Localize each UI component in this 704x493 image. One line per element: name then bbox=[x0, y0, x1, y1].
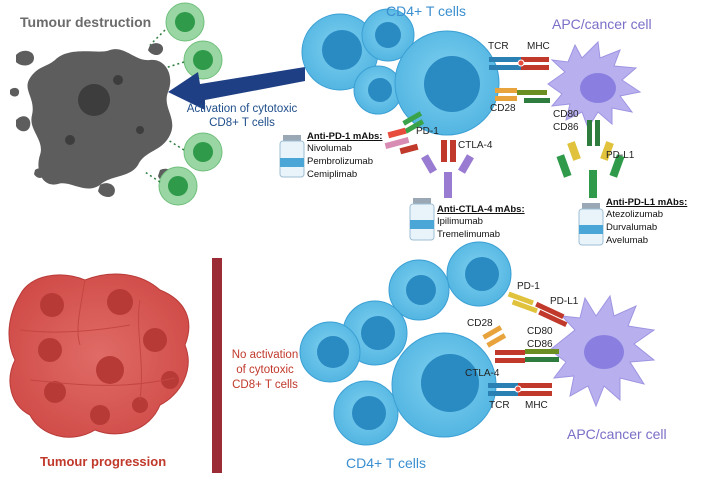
drug-pdl1-title: Anti-PD-L1 mAbs: bbox=[606, 197, 688, 208]
tcr-mhc-top bbox=[489, 57, 549, 70]
drug-pdl1-item: Durvalumab bbox=[606, 222, 658, 233]
cd28-label-bottom: CD28 bbox=[467, 318, 493, 329]
apc-cell-bottom bbox=[549, 294, 656, 408]
pdl1-label-bottom: PD-L1 bbox=[550, 296, 579, 307]
vial-ctla4 bbox=[409, 198, 435, 241]
cd8-cell bbox=[158, 166, 198, 206]
cd86-label-top: CD86 bbox=[553, 122, 579, 133]
divider-bar bbox=[212, 258, 222, 473]
tumour-destruction-mass bbox=[10, 43, 174, 198]
apc-title-top: APC/cancer cell bbox=[552, 16, 652, 32]
cd4-title-bottom: CD4+ T cells bbox=[346, 455, 427, 471]
ctla4-antibody-top bbox=[421, 140, 474, 198]
cd28-label-top: CD28 bbox=[490, 103, 516, 114]
drug-list-pd1: Anti-PD-1 mAbs: Nivolumab Pembrolizumab … bbox=[307, 131, 382, 181]
tcr-mhc-bottom bbox=[488, 383, 552, 396]
apc-title-bottom: APC/cancer cell bbox=[567, 426, 667, 442]
activation-arrow bbox=[168, 67, 305, 110]
mhc-label-bottom: MHC bbox=[525, 400, 548, 411]
activation-label-line2: CD8+ T cells bbox=[209, 117, 275, 129]
apc-cell-top bbox=[547, 40, 642, 130]
ctla4-label-bottom: CTLA-4 bbox=[465, 368, 500, 379]
drug-list-pdl1: Anti-PD-L1 mAbs: Atezolizumab Durvalumab… bbox=[606, 197, 687, 247]
cd28-cd80-top bbox=[495, 88, 550, 103]
cd8-cell bbox=[165, 2, 205, 42]
cd80-label-bottom: CD80 bbox=[527, 326, 553, 337]
tumour-progression-mass bbox=[8, 273, 190, 438]
tumour-progression-label: Tumour progression bbox=[40, 454, 167, 469]
no-activation-line2: of cytotoxic bbox=[236, 364, 294, 376]
drug-pd1-title: Anti-PD-1 mAbs: bbox=[307, 131, 383, 142]
activation-label: Activation of cytotoxic CD8+ T cells bbox=[182, 102, 302, 130]
drug-pd1-item: Nivolumab bbox=[307, 143, 352, 154]
tcr-label-top: TCR bbox=[488, 41, 509, 52]
activation-label-line1: Activation of cytotoxic bbox=[186, 103, 298, 115]
pd1-pdl1-bottom bbox=[507, 291, 568, 328]
ctla4-cd80-bottom bbox=[495, 349, 559, 363]
cd86-label-bottom: CD86 bbox=[527, 339, 553, 350]
no-activation-label: No activation of cytotoxic CD8+ T cells bbox=[225, 348, 305, 393]
ctla4-label-top: CTLA-4 bbox=[458, 140, 493, 151]
no-activation-line3: CD8+ T cells bbox=[232, 379, 298, 391]
no-activation-line1: No activation bbox=[231, 349, 299, 361]
cd80-label-top: CD80 bbox=[553, 109, 579, 120]
cd8-cell bbox=[183, 132, 223, 172]
tumour-destruction-label: Tumour destruction bbox=[20, 14, 152, 30]
drug-list-ctla4: Anti-CTLA-4 mAbs: Ipilimumab Tremelimuma… bbox=[437, 204, 525, 241]
cd28-bottom bbox=[482, 325, 507, 348]
cd4-title-top: CD4+ T cells bbox=[386, 3, 467, 19]
drug-pd1-item: Pembrolizumab bbox=[307, 156, 373, 167]
cd8-cell bbox=[183, 40, 223, 80]
drug-ctla4-title: Anti-CTLA-4 mAbs: bbox=[437, 204, 525, 215]
drug-pd1-item: Cemiplimab bbox=[307, 169, 358, 180]
drug-ctla4-item: Tremelimumab bbox=[437, 229, 500, 240]
drug-ctla4-item: Ipilimumab bbox=[437, 216, 483, 227]
pd1-label-top: PD-1 bbox=[416, 126, 439, 137]
pdl1-antibody-top bbox=[556, 120, 625, 198]
drug-pdl1-item: Avelumab bbox=[606, 235, 649, 246]
tcr-label-bottom: TCR bbox=[489, 400, 510, 411]
vial-pdl1 bbox=[578, 203, 604, 246]
cd4-cells-top bbox=[301, 8, 500, 136]
drug-pdl1-item: Atezolizumab bbox=[606, 209, 664, 220]
cd4-cells-bottom bbox=[299, 241, 512, 446]
pd1-antibody-top bbox=[384, 111, 425, 155]
cd8-cells-top bbox=[144, 2, 223, 206]
pd1-label-bottom: PD-1 bbox=[517, 281, 540, 292]
vial-pd1 bbox=[279, 135, 305, 178]
pdl1-label-top: PD-L1 bbox=[606, 150, 635, 161]
mhc-label-top: MHC bbox=[527, 41, 550, 52]
